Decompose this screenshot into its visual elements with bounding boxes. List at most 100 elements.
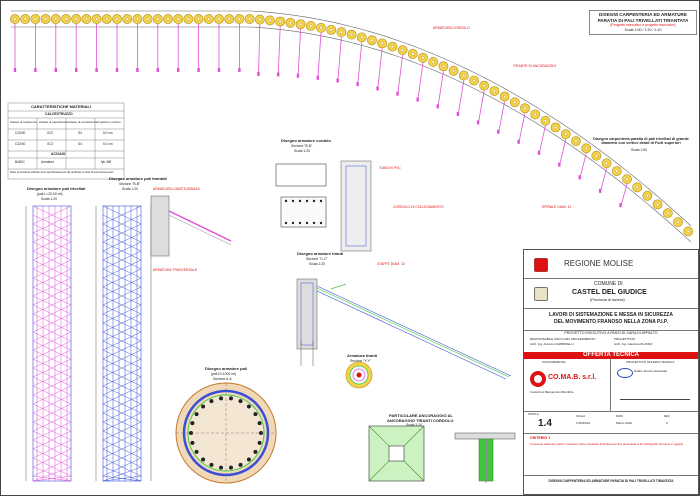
hatch-line (32, 367, 72, 387)
materials-r2c2: XC2 (47, 142, 54, 146)
pile-core (23, 17, 27, 21)
tieback-anchor (316, 75, 320, 80)
studio-name: Studio Tecnico Associato (634, 369, 668, 373)
pile-core (156, 17, 160, 21)
pile-cross-section (175, 382, 277, 484)
rebar-dot (284, 199, 288, 203)
hatch-line (102, 475, 142, 482)
tieback-anchor (54, 68, 57, 72)
tieback-anchor (277, 72, 280, 77)
armature-fondo-title: Armatura tiranti (347, 353, 378, 358)
hatch-line (102, 304, 142, 324)
rebar-dot (319, 221, 323, 225)
hatch-line (102, 286, 142, 306)
materials-section-cls: CALCESTRUZZO (45, 112, 73, 116)
armature-tiranti2-title: Disegno armature tiranti (297, 251, 344, 256)
hatch-line (32, 295, 72, 315)
tieback-anchor (75, 68, 78, 72)
tieback-anchor (396, 91, 399, 96)
pile-core (492, 89, 496, 93)
progettisti-label: PROGETTISTI OFFERTA TECNICA (626, 360, 675, 364)
hatch-line (102, 259, 142, 279)
hatch-line (32, 250, 72, 270)
pile-core (95, 17, 99, 21)
pile-core (258, 18, 262, 22)
hatch-line (102, 376, 142, 396)
tieback (558, 139, 567, 167)
materials-title: CARATTERISTICHE MATERIALI (31, 104, 92, 109)
tieback (417, 62, 424, 102)
rev-label: REV. (664, 414, 671, 418)
hatch-line (32, 313, 72, 333)
tieback-anchor (197, 68, 200, 72)
tavola-row: TAVOLA 1.4 SCALA 1:50/20/10 DATA Marzo 2… (524, 411, 698, 434)
pile-core (197, 17, 201, 21)
concorrente-row: CONCORRENTE PROGETTISTI OFFERTA TECNICA … (524, 359, 698, 412)
materials-r1c1: C25/30 (15, 131, 26, 135)
tieback-anchor (136, 68, 139, 72)
hatch-line (32, 439, 72, 459)
tieback (277, 26, 281, 77)
pile-core (564, 132, 568, 136)
hatch-line (102, 403, 142, 423)
pile-core (319, 26, 323, 30)
pile-core (135, 17, 139, 21)
materials-note: Nota: le armature indicate sono specific… (10, 171, 114, 174)
hatch-line (32, 340, 72, 360)
pile-core (503, 95, 507, 99)
pile-core (54, 17, 58, 21)
region-name: REGIONE MOLISE (564, 259, 634, 268)
materials-r3c4: fyk 450 (101, 160, 112, 164)
pile-core (533, 112, 537, 116)
rebar-bar (257, 421, 262, 426)
armature-tiranti-sez: Sezione "B-B" (119, 182, 141, 186)
particolare-scale: Scala 1:10 (406, 423, 423, 427)
rebar-dot (312, 199, 316, 203)
sheet-title-box: DISEGNI CARPENTERIA ED ARMATURE PARATIA … (589, 10, 697, 36)
tieback-anchor (578, 175, 581, 180)
tieback (317, 32, 322, 80)
materials-h2: Classe di esposizione (39, 120, 69, 124)
criterio-text: Il presente elaborato grafico costituisc… (530, 442, 684, 446)
rebar-bar (194, 412, 199, 417)
hatch-line (102, 439, 142, 459)
rebar-bar (246, 457, 251, 462)
sheet-title-line2: PARATIA DI PALI TRIVELLATI TIRANTATA (597, 17, 689, 23)
rebar-dot (291, 221, 295, 225)
pile-core (390, 45, 394, 49)
hatch-line (32, 430, 72, 450)
pile-core (237, 17, 241, 21)
hatch-line (102, 358, 142, 378)
pile-core (574, 139, 578, 143)
note-trasversale: ARMATURA TRASVERSALE (153, 268, 198, 272)
rebar-dot (284, 221, 288, 225)
pile-core (329, 28, 333, 32)
pile-elevation-left (25, 205, 152, 482)
rebar-bar (209, 462, 214, 467)
hatch-line (102, 412, 142, 432)
armature-tiranti-title: Disegno armature pali tirantati (109, 176, 167, 181)
studio-logo-icon (617, 368, 633, 378)
rebar-bar (246, 404, 251, 409)
phase-row: PROGETTO ESECUTIVO A PASSI DI GARA DI AP… (524, 330, 698, 353)
tieback-anchor (217, 68, 221, 72)
pile-core (686, 229, 690, 233)
pile-core (44, 17, 48, 21)
hatch-line (102, 322, 142, 342)
project-line2: DEL MOVIMENTO FRANOSO NELLA ZONA P.I.P. (554, 319, 668, 325)
pile-core (288, 21, 292, 25)
hatch-line (32, 232, 72, 252)
hatch-line (102, 313, 142, 333)
hatch-line (102, 331, 142, 351)
tieback (599, 168, 607, 193)
hatch-line (32, 286, 72, 306)
rebar-bar (219, 396, 224, 401)
hatch-line (102, 250, 142, 270)
hatch-line (32, 394, 72, 414)
progettista-label: PROGETTISTA (614, 337, 635, 341)
project-row: LAVORI DI SISTEMAZIONE E MESSA IN SICURE… (524, 308, 698, 331)
pile-core (380, 41, 384, 45)
rebar-bar (238, 399, 243, 404)
pile-core (248, 17, 252, 21)
